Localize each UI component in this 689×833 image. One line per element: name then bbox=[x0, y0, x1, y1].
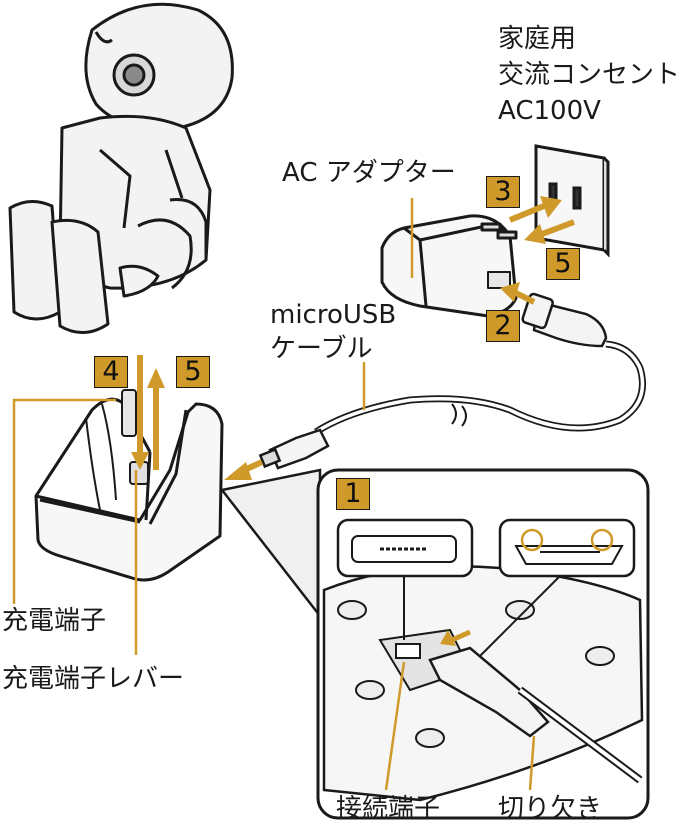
step-badge-5-stand: 5 bbox=[176, 356, 210, 388]
stand-leader-lines bbox=[12, 398, 138, 655]
step-badge-1: 1 bbox=[336, 478, 370, 510]
notch-label: 切り欠き bbox=[498, 794, 603, 824]
detail-callout bbox=[219, 468, 650, 820]
outlet-label-line-2: 交流コンセント bbox=[498, 60, 681, 90]
arrow-step-2 bbox=[500, 282, 536, 305]
robot-illustration bbox=[8, 2, 234, 334]
ac-adapter bbox=[380, 214, 518, 318]
charging-stand bbox=[34, 389, 224, 582]
outlet-step-arrows bbox=[508, 196, 576, 244]
arrow-to-stand bbox=[224, 459, 264, 480]
step-badge-2: 2 bbox=[486, 310, 520, 342]
wall-outlet bbox=[534, 144, 610, 258]
connect-terminal-label: 接続端子 bbox=[336, 794, 441, 824]
stand-step-arrows bbox=[131, 355, 165, 470]
charge-terminal-label: 充電端子 bbox=[2, 606, 107, 636]
micro-plug bbox=[258, 428, 330, 470]
microusb-cable bbox=[314, 340, 646, 435]
step-badge-5-outlet: 5 bbox=[546, 248, 580, 280]
step-badge-4: 4 bbox=[94, 356, 128, 388]
outlet-label-line-3: AC100V bbox=[498, 96, 601, 126]
cable-label-line-2: ケーブル bbox=[270, 334, 373, 364]
step-badge-3: 3 bbox=[486, 176, 520, 208]
cable-label-line-1: microUSB bbox=[270, 300, 397, 330]
charge-lever-label: 充電端子レバー bbox=[2, 664, 185, 694]
outlet-label-line-1: 家庭用 bbox=[498, 24, 577, 54]
ac-adapter-label: AC アダプター bbox=[282, 158, 456, 188]
